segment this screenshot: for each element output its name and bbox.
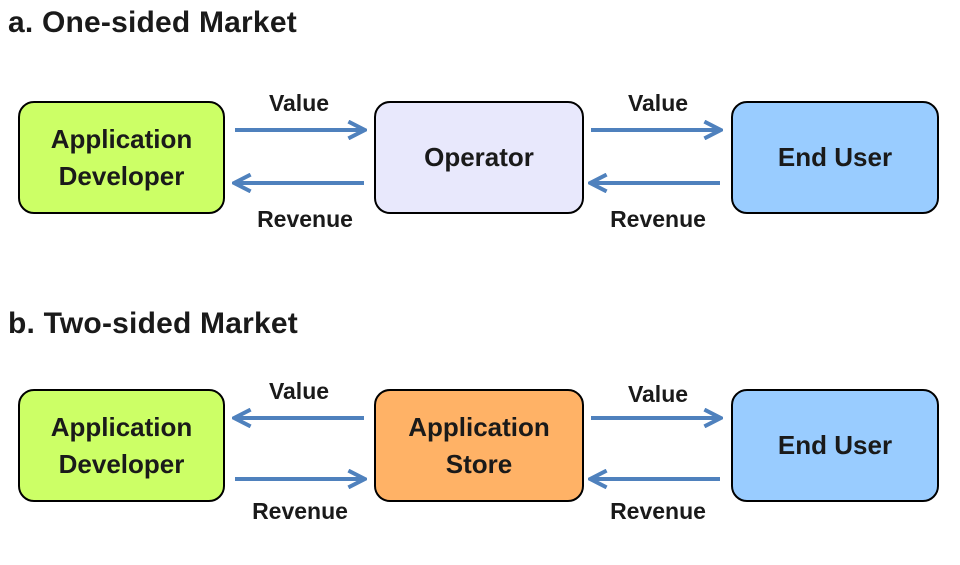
revenue-label-left: Revenue [257,206,353,232]
operator-node: Operator [374,101,584,214]
application-developer-node: Application Developer [18,101,225,214]
section-title-one-sided: a. One-sided Market [8,6,297,39]
application-developer-node: Application Developer [18,389,225,502]
node-label-line1: Application [50,411,193,442]
node-label-line1: Operator [424,142,534,172]
value-label-right: Value [627,381,689,407]
end-user-node: End User [731,389,939,502]
node-label-line2: Developer [58,448,185,479]
application-store-node: Application Store [374,389,584,502]
node-label-line1: End User [777,430,893,460]
value-label-left: Value [268,378,330,404]
value-label-left: Value [268,90,330,116]
node-label-line1: Application [408,411,550,442]
revenue-label-right: Revenue [610,206,706,232]
end-user-node: End User [731,101,939,214]
node-label-line1: Application [50,123,193,154]
node-label-line2: Developer [58,160,185,191]
value-label-right: Value [627,90,689,116]
node-label-line1: End User [777,142,893,172]
node-label-line2: Store [445,448,513,479]
section-title-two-sided: b. Two-sided Market [8,307,298,340]
revenue-label-right: Revenue [610,498,706,524]
revenue-label-left: Revenue [252,498,348,524]
